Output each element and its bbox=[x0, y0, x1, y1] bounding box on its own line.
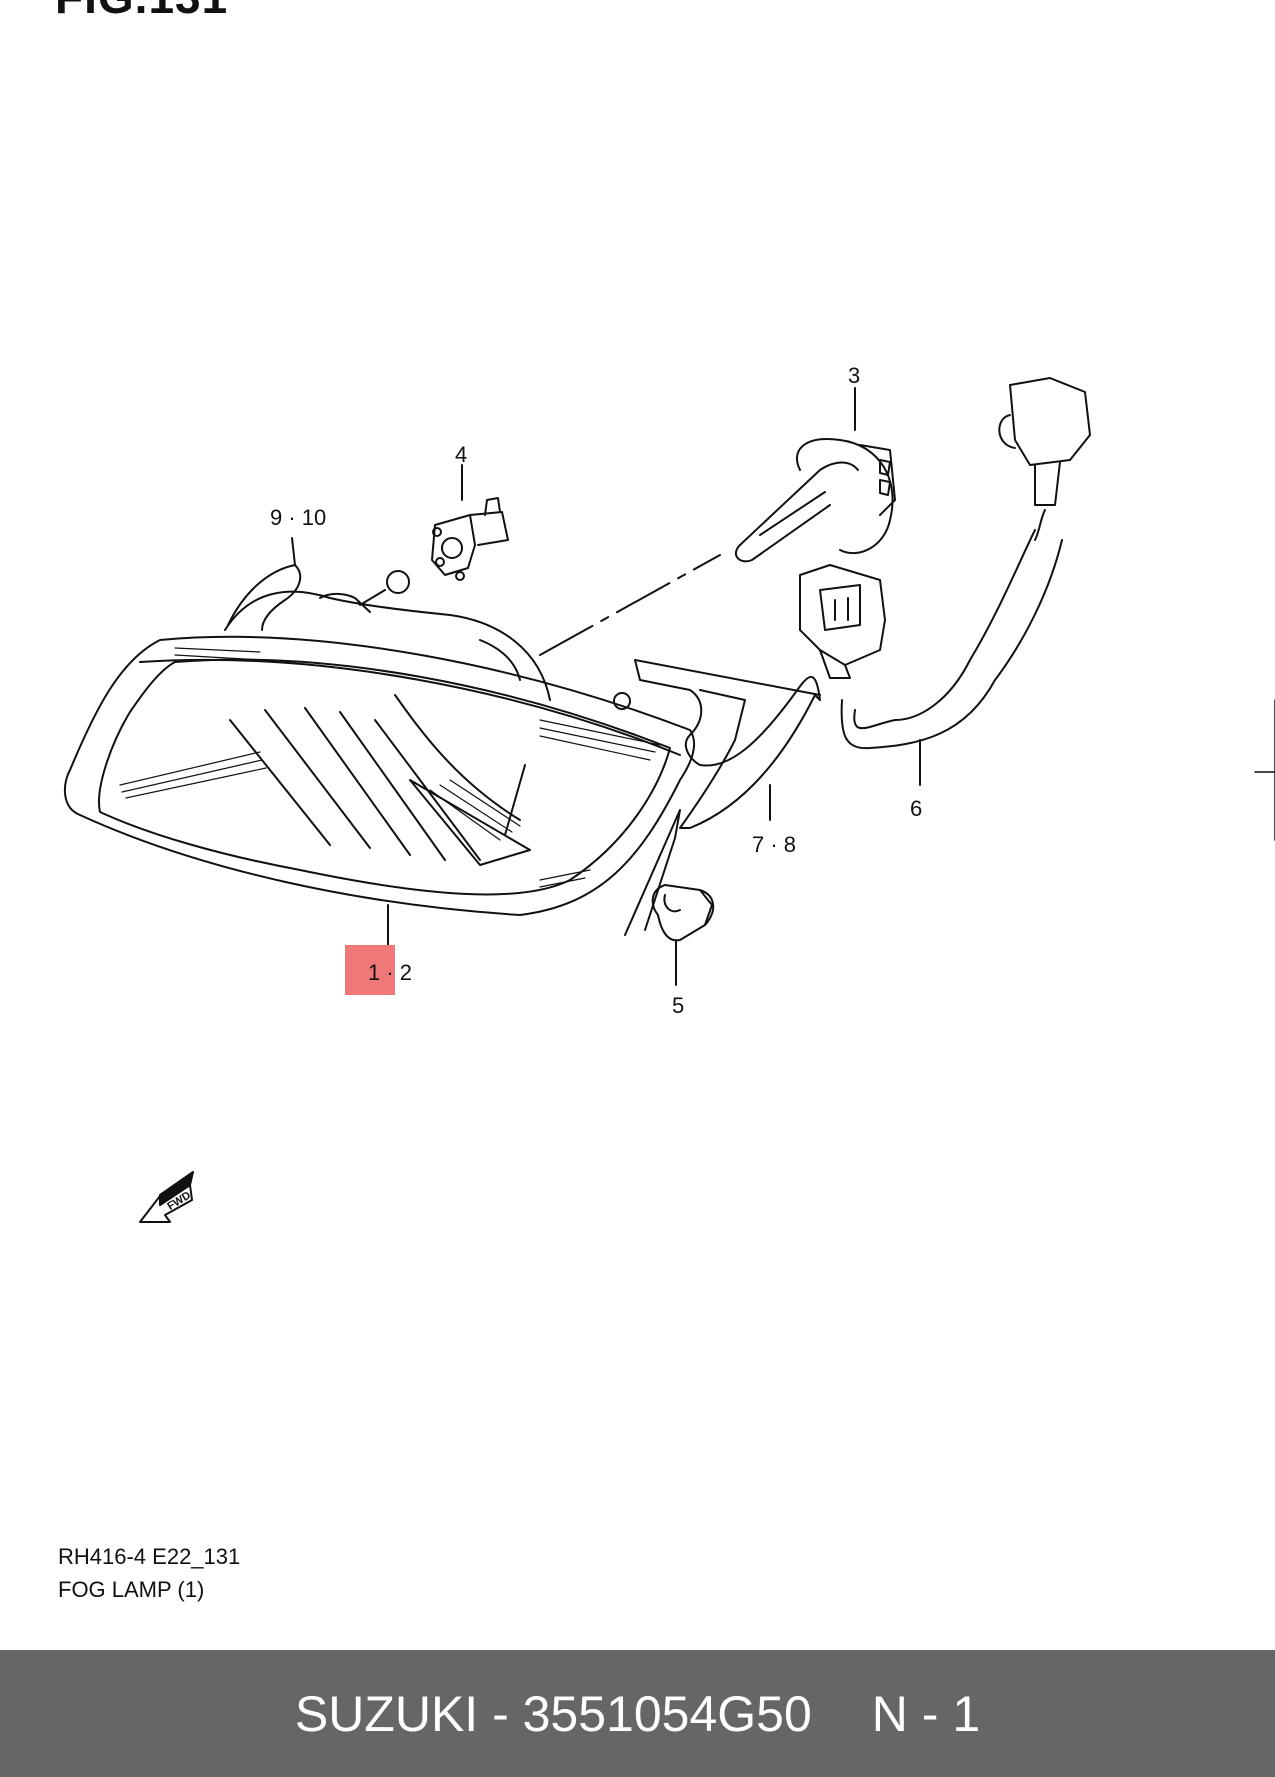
figure-title: FIG.131 bbox=[55, 0, 228, 24]
callout-9-10[interactable]: 9 · 10 bbox=[270, 505, 326, 530]
bulb-socket bbox=[624, 809, 715, 986]
diagram-code: RH416-4 E22_131 bbox=[58, 1544, 241, 1569]
callout-5[interactable]: 5 bbox=[672, 993, 684, 1018]
gasket-bracket bbox=[634, 659, 821, 829]
fog-lamp-exploded-diagram: 1 · 2 3 4 5 6 7 · 8 9 · 10 FWD bbox=[63, 363, 1275, 1223]
highlight-box[interactable] bbox=[345, 945, 395, 995]
part-quantity: N - 1 bbox=[871, 1685, 981, 1742]
aiming-bracket bbox=[431, 464, 509, 581]
wiring-harness bbox=[799, 377, 1091, 786]
part-footer: SUZUKI - 3551054G50 N - 1 bbox=[0, 1650, 1275, 1777]
fog-lamp-housing bbox=[63, 570, 696, 961]
callout-4[interactable]: 4 bbox=[455, 442, 467, 467]
diagram-name: FOG LAMP (1) bbox=[58, 1577, 205, 1602]
part-number: SUZUKI - 3551054G50 bbox=[294, 1685, 812, 1742]
callout-3[interactable]: 3 bbox=[848, 363, 860, 388]
fwd-arrow-icon bbox=[139, 1171, 194, 1223]
callout-1-2[interactable]: 1 · 2 bbox=[368, 960, 412, 985]
callout-7-8[interactable]: 7 · 8 bbox=[752, 832, 796, 857]
callout-6[interactable]: 6 bbox=[910, 796, 922, 821]
clip-seal bbox=[227, 537, 302, 631]
fog-lamp-bulb bbox=[734, 387, 896, 563]
